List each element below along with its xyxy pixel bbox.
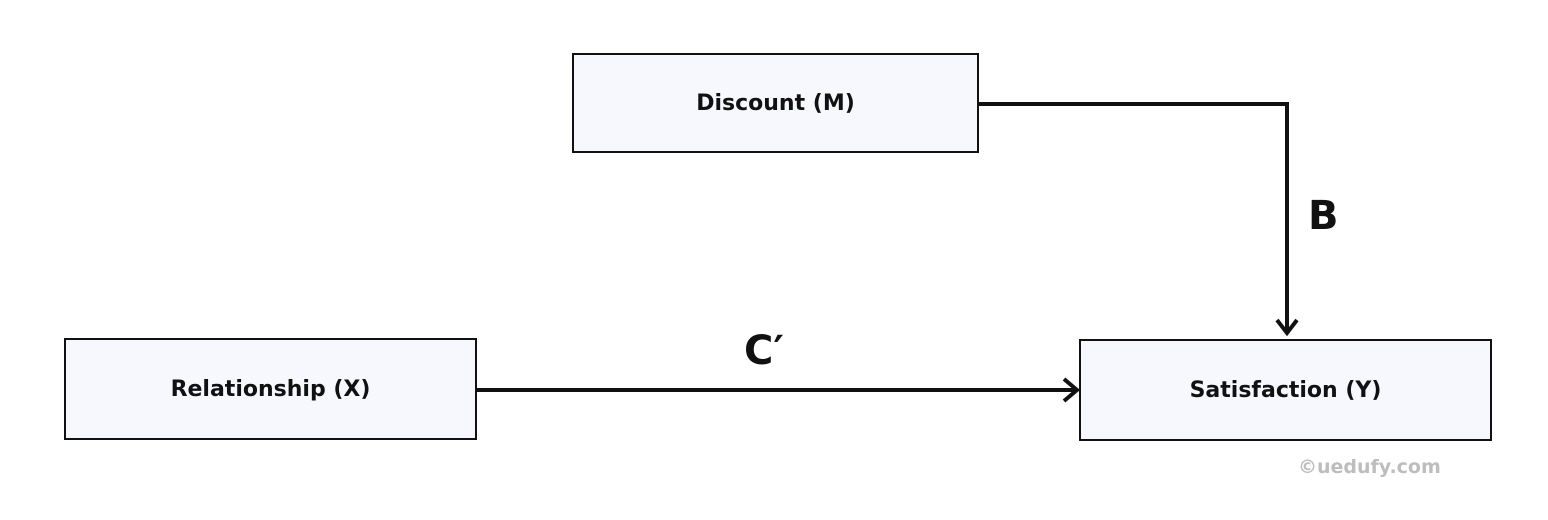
- watermark-text: ©uedufy.com: [1298, 456, 1441, 478]
- path-c-prime-label: C′: [744, 328, 784, 374]
- path-b-arrowhead: [1275, 318, 1299, 337]
- path-b-label: B: [1308, 193, 1339, 239]
- independent-variable-box: Relationship (X): [64, 338, 477, 440]
- path-b-arrow-line: [979, 102, 1289, 330]
- path-c-prime-arrowhead: [1062, 377, 1081, 403]
- independent-variable-label: Relationship (X): [170, 376, 371, 402]
- dependent-variable-label: Satisfaction (Y): [1189, 377, 1382, 403]
- dependent-variable-box: Satisfaction (Y): [1079, 339, 1492, 441]
- mediator-label: Discount (M): [696, 90, 855, 116]
- mediator-box: Discount (M): [572, 53, 979, 153]
